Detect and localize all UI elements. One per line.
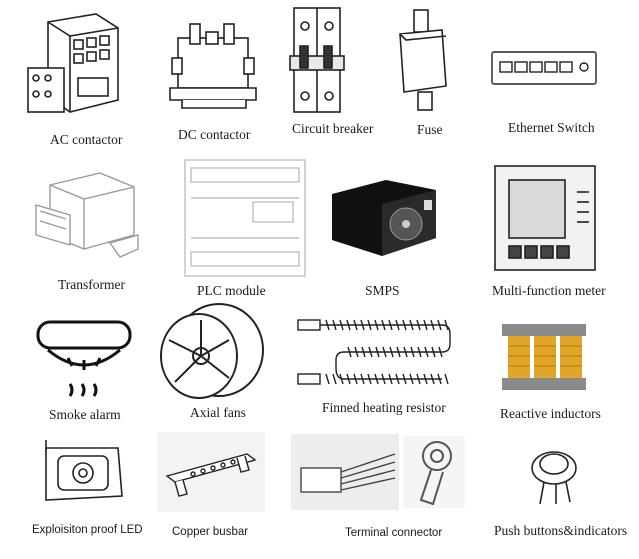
dc-contactor-icon	[168, 18, 260, 114]
ethernet-switch-icon	[490, 48, 600, 90]
item-label: SMPS	[365, 283, 400, 298]
item-label: Fuse	[417, 122, 443, 137]
finned-heating-resistor-icon	[296, 316, 452, 396]
item-label: Circuit breaker	[292, 121, 374, 136]
item-label: PLC module	[197, 283, 266, 298]
item-label: Finned heating resistor	[322, 400, 446, 415]
item-label: Transformer	[58, 277, 125, 292]
item-label: Exploisiton proof LED	[32, 524, 143, 536]
fuse-icon	[392, 8, 454, 114]
item-label: Axial fans	[190, 405, 246, 420]
item-label: Push buttons&indicators	[494, 523, 628, 538]
plc-module-icon	[183, 158, 309, 280]
item-label: AC contactor	[50, 132, 123, 147]
item-label: Smoke alarm	[49, 407, 121, 422]
push-button-icon	[520, 438, 586, 508]
item-label: Multi-function meter	[492, 283, 606, 298]
smps-icon	[328, 176, 440, 260]
smoke-alarm-icon	[32, 316, 138, 402]
transformer-icon	[30, 165, 142, 273]
copper-busbar-icon	[157, 432, 265, 512]
item-label: Ethernet Switch	[508, 120, 595, 135]
item-label: DC contactor	[178, 127, 251, 142]
circuit-breaker-icon	[286, 4, 348, 116]
multi-function-meter-icon	[491, 162, 603, 274]
item-label: Copper busbar	[172, 526, 249, 538]
axial-fan-icon	[155, 300, 271, 404]
explosion-proof-led-icon	[40, 438, 126, 506]
reactive-inductor-icon	[498, 320, 590, 394]
terminal-connector-icon	[291, 434, 467, 510]
ac-contactor-icon	[18, 8, 128, 120]
item-label: Reactive inductors	[500, 406, 601, 421]
item-label: Terminal connector	[345, 527, 443, 539]
